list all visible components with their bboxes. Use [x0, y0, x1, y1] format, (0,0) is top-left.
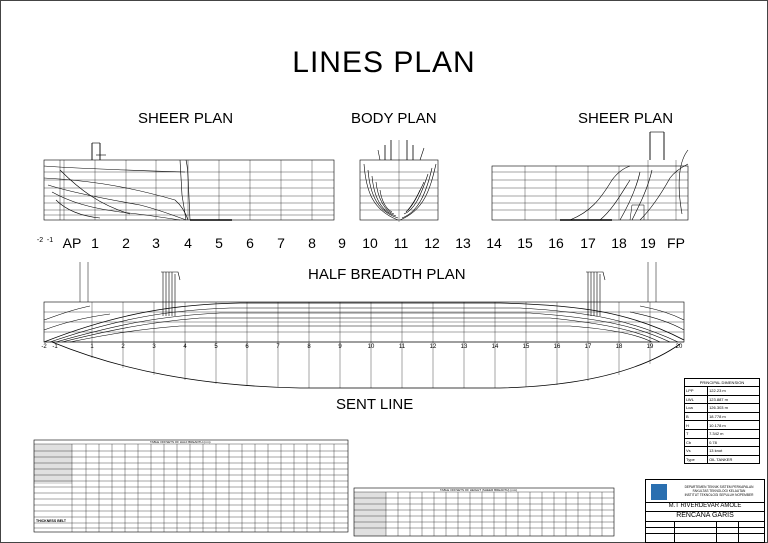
station-label: 5 — [215, 235, 223, 251]
station-label: AP — [62, 235, 82, 251]
ship-name: M.T RIVERDEVAR AMOLE — [668, 503, 742, 509]
half-breadth-plan — [43, 262, 685, 343]
dim-key: LWL — [683, 394, 709, 405]
sheer-plan-left — [43, 142, 335, 221]
body-plan — [359, 140, 439, 222]
offset-table-left — [33, 439, 349, 533]
dim-value: 18.778 m — [707, 411, 760, 422]
its-logo — [651, 484, 667, 500]
station-label: -2 — [36, 237, 44, 244]
station-label: 14 — [486, 235, 502, 251]
institute-text: INSTITUT TEKNOLOGI SEPULUH NOPEMBER — [684, 493, 754, 497]
title-block: DEPARTEMEN TEKNIK SISTEM PERKAPALAN FAKU… — [645, 479, 765, 543]
sheer-plan-right — [491, 131, 689, 221]
station-label: 2 — [122, 235, 130, 251]
dim-key: B — [683, 411, 709, 422]
station-label: 7 — [277, 235, 285, 251]
station-label: 16 — [548, 235, 564, 251]
station-label: -1 — [46, 237, 54, 244]
dim-key: LPP — [683, 386, 709, 396]
station-label: 13 — [455, 235, 471, 251]
station-label: 17 — [580, 235, 596, 251]
dim-key: Type — [683, 454, 709, 465]
offset-table-right — [353, 487, 615, 537]
sheer-plan-left-label: SHEER PLAN — [138, 110, 234, 127]
body-plan-label: BODY PLAN — [351, 110, 437, 127]
dept-text: DEPARTEMEN TEKNIK SISTEM PERKAPALAN — [684, 485, 754, 489]
station-label: 15 — [517, 235, 533, 251]
station-label: 19 — [640, 235, 656, 251]
dim-value: 0.78 — [707, 437, 760, 448]
station-label: 12 — [424, 235, 440, 251]
hb-station-label: -2 — [41, 344, 47, 350]
dim-key: T — [683, 428, 709, 439]
dim-value: 122.23 m — [707, 386, 760, 396]
station-label: 8 — [308, 235, 316, 251]
dim-value: 126.303 m — [707, 403, 760, 413]
dim-value: 7.342 m — [707, 428, 760, 439]
station-label: 18 — [611, 235, 627, 251]
station-label: 6 — [246, 235, 254, 251]
table-row-label: THICKNESS BELT — [36, 519, 67, 523]
station-label: 11 — [393, 235, 409, 251]
dim-value: 123.887 m — [707, 394, 760, 405]
dim-value: OIL TANKER — [707, 454, 760, 465]
dim-key: Cb — [683, 437, 709, 448]
table-right-heading: TABLE OFFSETS OF HEIGHT (SHEER BREADTH) … — [440, 488, 518, 492]
station-label: 4 — [184, 235, 192, 251]
hb-station-label: -1 — [52, 344, 58, 350]
station-label: 10 — [362, 235, 378, 251]
station-label: FP — [667, 235, 685, 251]
station-label: 9 — [338, 235, 346, 251]
station-label: 3 — [152, 235, 160, 251]
faculty-text: FAKULTAS TEKNOLOGI KELAUTAN — [692, 489, 746, 493]
half-breadth-plan-label: HALF BREADTH PLAN — [308, 266, 466, 283]
dim-value: 13 knot — [707, 446, 760, 456]
table-left-heading: TABLE OFFSETS OF HALF BREADTH (mm) — [150, 440, 211, 444]
dim-value: 10.178 m — [707, 420, 760, 430]
drawing-name: RENCANA GARIS — [676, 512, 734, 519]
hb-station-label: 20 — [675, 344, 683, 350]
dim-key: Loa — [683, 403, 709, 413]
drawing-title: LINES PLAN — [292, 46, 476, 79]
dim-key: Vs — [683, 446, 709, 456]
principal-dimension-heading: PRINCIPAL DIMENSION — [684, 378, 760, 387]
station-label: 1 — [91, 235, 99, 251]
sent-line-view — [44, 341, 684, 389]
dim-key: H — [683, 420, 709, 430]
sheer-plan-right-label: SHEER PLAN — [578, 110, 674, 127]
sent-line-label: SENT LINE — [336, 396, 414, 413]
